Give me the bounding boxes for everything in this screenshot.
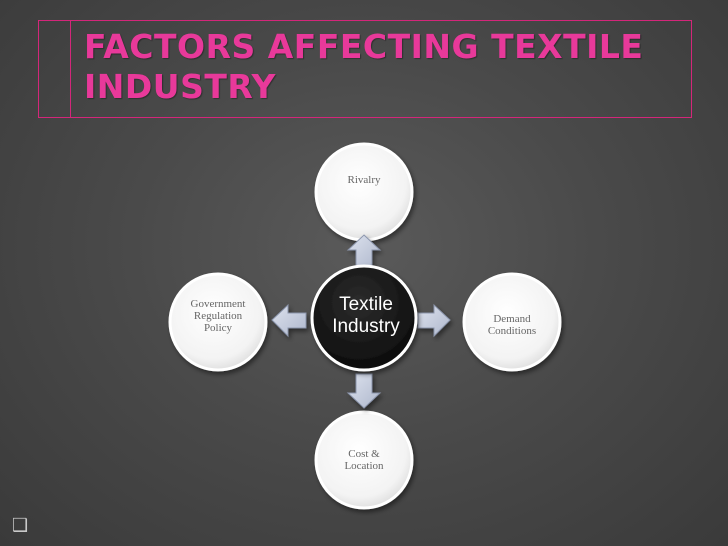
block-arrow-icon-down [346,373,382,409]
slide-title: FACTORS AFFECTING TEXTILE INDUSTRY [84,27,644,106]
node-bottom [314,410,414,510]
title-frame [38,20,692,118]
node-left [168,272,268,372]
node-top [314,142,414,242]
node-right [462,272,562,372]
block-arrow-icon-left [271,303,307,338]
node-right-label: Demand Conditions [487,313,537,337]
node-top-label: Rivalry [347,174,381,186]
center-node-label: Textile Industry [332,294,400,337]
node-bottom-label: Cost & Location [344,448,384,472]
center-node [310,264,418,372]
node-left-label: Government Regulation Policy [190,298,246,334]
bullet-icon: ❑ [12,515,29,536]
block-arrow-icon-right [417,303,451,338]
